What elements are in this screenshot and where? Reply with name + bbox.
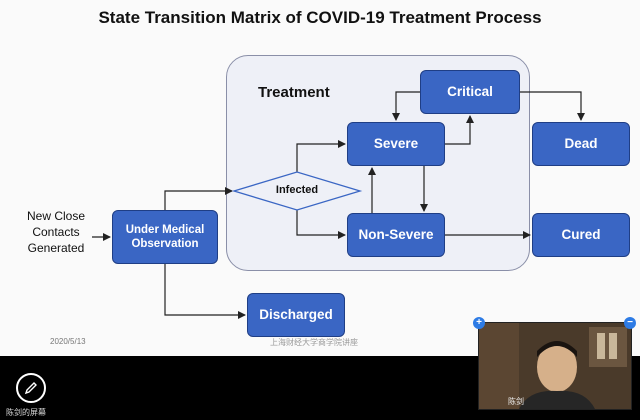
arrow-observation-to-discharged bbox=[164, 264, 246, 319]
slide-title: State Transition Matrix of COVID-19 Trea… bbox=[98, 8, 542, 27]
pencil-icon bbox=[24, 382, 37, 395]
treatment-label: Treatment bbox=[258, 84, 330, 101]
share-screen-label: 陈剑的屏幕 bbox=[6, 408, 46, 417]
expand-video-button[interactable]: + bbox=[473, 317, 485, 329]
slide-footer: 上海财经大学商学院讲座 bbox=[270, 338, 358, 347]
participant-name: 陈剑 bbox=[508, 397, 524, 406]
participant-video[interactable] bbox=[478, 322, 632, 410]
arrow-infected-to-severe bbox=[296, 140, 346, 172]
arrow-infected-to-nonsevere bbox=[296, 210, 346, 239]
arrow-critical-to-dead bbox=[520, 91, 585, 121]
minimize-video-button[interactable]: − bbox=[624, 317, 636, 329]
node-cured: Cured bbox=[532, 213, 630, 257]
new-close-contacts-label: New Close Contacts Generated bbox=[26, 209, 86, 255]
node-infected: Infected bbox=[275, 184, 319, 196]
arrow-observation-to-infected bbox=[164, 187, 233, 210]
annotate-button[interactable] bbox=[16, 373, 46, 403]
node-critical: Critical bbox=[420, 70, 520, 114]
node-non-severe: Non-Severe bbox=[347, 213, 445, 257]
infected-diamond bbox=[231, 171, 363, 211]
node-dead: Dead bbox=[532, 122, 630, 166]
node-discharged: Discharged bbox=[247, 293, 345, 337]
node-severe: Severe bbox=[347, 122, 445, 166]
speaker-video-feed bbox=[479, 323, 631, 409]
node-under-medical-observation: Under Medical Observation bbox=[112, 210, 218, 264]
arrow-critical-to-severe bbox=[392, 91, 420, 121]
arrow-severe-to-critical bbox=[445, 115, 474, 145]
transition-arrows bbox=[92, 91, 585, 319]
slide-date: 2020/5/13 bbox=[50, 337, 86, 346]
